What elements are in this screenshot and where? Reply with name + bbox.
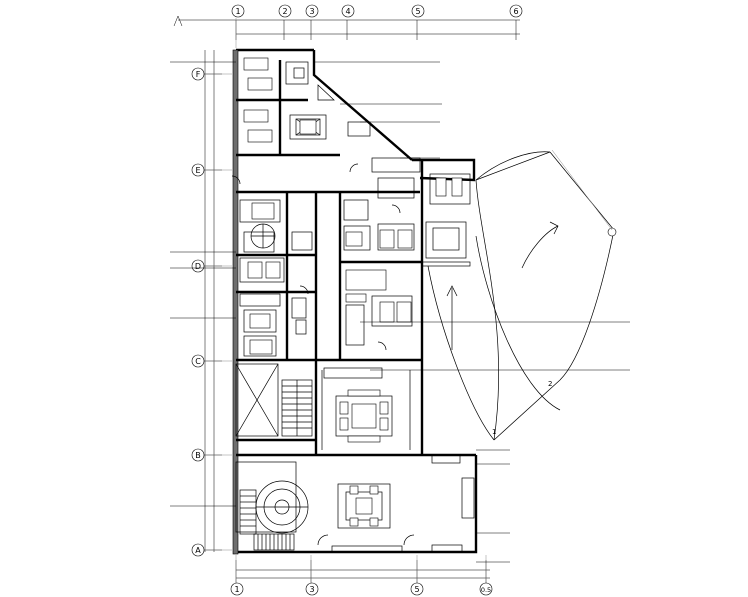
grid-label-col-4: 4 [345, 7, 350, 16]
entry-hall [235, 454, 475, 553]
grid-bubble-row-A: A [191, 543, 205, 557]
grid-label-col-5: 5 [415, 7, 420, 16]
grid-bubble-row-B: B [191, 448, 205, 462]
grid-bubble-bcol-5: 5 [410, 582, 424, 596]
grid-label-col-1: 1 [235, 7, 240, 16]
door-swings [231, 163, 415, 546]
interior-walls [236, 60, 422, 457]
bedroom-furniture [243, 57, 463, 355]
grid-bubble-col-1: 1 [231, 4, 245, 18]
grid-bubble-row-E: E [191, 163, 205, 177]
lounge-furniture [321, 367, 411, 450]
grid-label-row-C: C [195, 357, 201, 366]
grid-bubble-row-F: F [191, 67, 205, 81]
grid-bubble-col-5: 5 [411, 4, 425, 18]
left-dimension-line [200, 50, 222, 552]
annotation-leaders [170, 61, 630, 563]
grid-label-row-A: A [195, 546, 201, 555]
grid-label-bcol-1: 1 [234, 585, 239, 594]
grid-bubble-bcol-05: 0.5 [479, 582, 493, 596]
grid-label-row-B: B [195, 451, 201, 460]
grid-bubble-col-2: 2 [278, 4, 292, 18]
grid-label-col-2: 2 [282, 7, 287, 16]
grid-label-bcol-05: 0.5 [481, 586, 491, 594]
grid-bubble-bcol-3: 3 [305, 582, 319, 596]
ramp-number-1: 1 [492, 428, 496, 436]
grid-label-row-D: D [195, 262, 201, 271]
grid-extension-lines [204, 18, 487, 585]
interior-fixtures [239, 61, 471, 357]
stairwell [235, 363, 313, 437]
grid-bubble-col-6: 6 [509, 4, 523, 18]
grid-label-col-6: 6 [513, 7, 518, 16]
grid-bubble-row-D: D [191, 259, 205, 273]
grid-label-col-3: 3 [309, 7, 314, 16]
top-dimension-line [173, 15, 520, 40]
grid-bubble-col-4: 4 [341, 4, 355, 18]
grid-label-row-E: E [195, 166, 200, 175]
grid-label-bcol-3: 3 [309, 585, 314, 594]
bottom-dimension-line [235, 560, 490, 584]
grid-bubble-bcol-1: 1 [230, 582, 244, 596]
grid-label-bcol-5: 5 [414, 585, 419, 594]
curved-ramp [427, 149, 617, 441]
grid-label-row-F: F [196, 70, 201, 79]
grid-bubble-col-3: 3 [305, 4, 319, 18]
ramp-number-2: 2 [548, 380, 552, 388]
grid-bubble-row-C: C [191, 354, 205, 368]
